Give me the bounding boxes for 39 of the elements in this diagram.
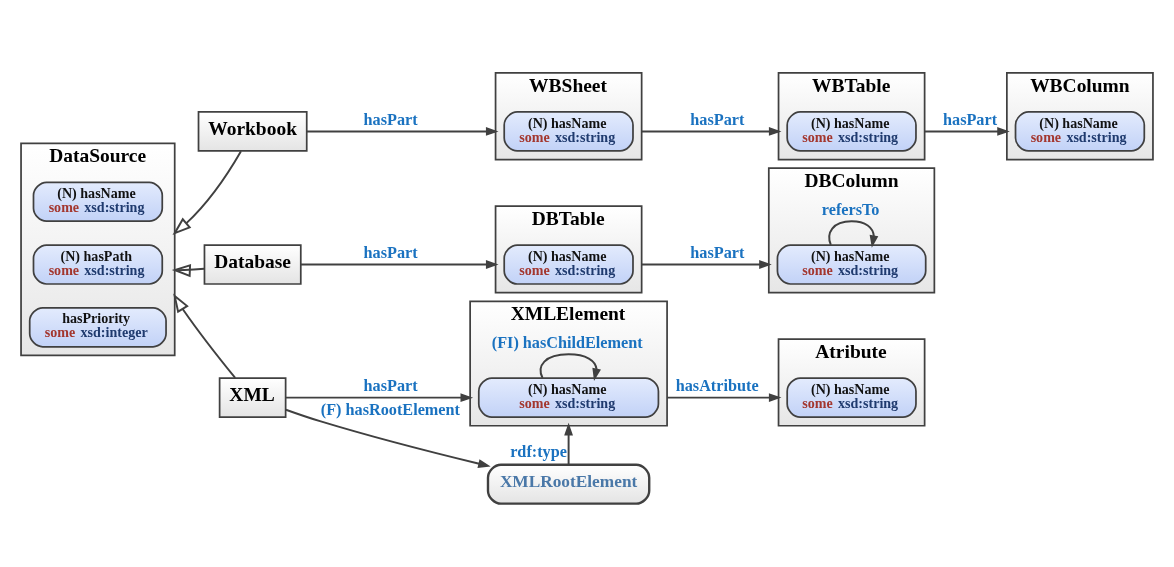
edge-label: hasPart: [363, 376, 418, 395]
arrow: [640, 259, 772, 269]
arrow: [564, 422, 573, 466]
arrow: [172, 149, 242, 235]
node-box: Database: [203, 243, 302, 285]
arrow: [173, 292, 237, 379]
node-box: hasPriority some xsd:integer: [28, 306, 167, 348]
arrow: [171, 263, 206, 277]
arrow: [640, 126, 782, 136]
edge-label: refersTo: [821, 200, 880, 219]
node-box: Workbook: [197, 110, 308, 152]
node-box: (N) hasName some xsd:string: [503, 243, 634, 285]
arrow: [923, 126, 1010, 136]
edge-label: (F) hasRootElement: [320, 400, 460, 419]
edge-label: hasPart: [943, 110, 998, 129]
edge-label: hasPart: [363, 243, 418, 262]
node-box: (N) hasName some xsd:string: [786, 110, 917, 152]
edge-label: hasAtribute: [675, 376, 759, 395]
arrow: [305, 126, 499, 136]
node-box: (N) hasName some xsd:string: [32, 180, 164, 222]
edge-label: hasPart: [363, 110, 418, 129]
node-box: (N) hasName some xsd:string: [776, 243, 927, 285]
edge-label: hasPart: [690, 110, 745, 129]
arrow: [666, 392, 782, 402]
arrow: [539, 352, 601, 381]
edge-label: rdf:type: [510, 442, 567, 461]
node-box: (N) hasName some xsd:string: [786, 376, 917, 418]
node-box: (N) hasName some xsd:string: [477, 376, 660, 418]
arrow: [828, 219, 879, 248]
node-box: (N) hasName some xsd:string: [503, 110, 634, 152]
node-box: XML: [218, 376, 287, 418]
node-box: XMLRootElement: [486, 463, 651, 505]
edge-label: hasPart: [690, 243, 745, 262]
node-box: (N) hasPath some xsd:string: [32, 243, 164, 285]
arrow: [284, 408, 491, 468]
edge-label: (FI) hasChildElement: [491, 333, 643, 352]
node-box: (N) hasName some xsd:string: [1014, 110, 1146, 152]
arrow: [284, 392, 474, 402]
arrow: [300, 259, 499, 269]
